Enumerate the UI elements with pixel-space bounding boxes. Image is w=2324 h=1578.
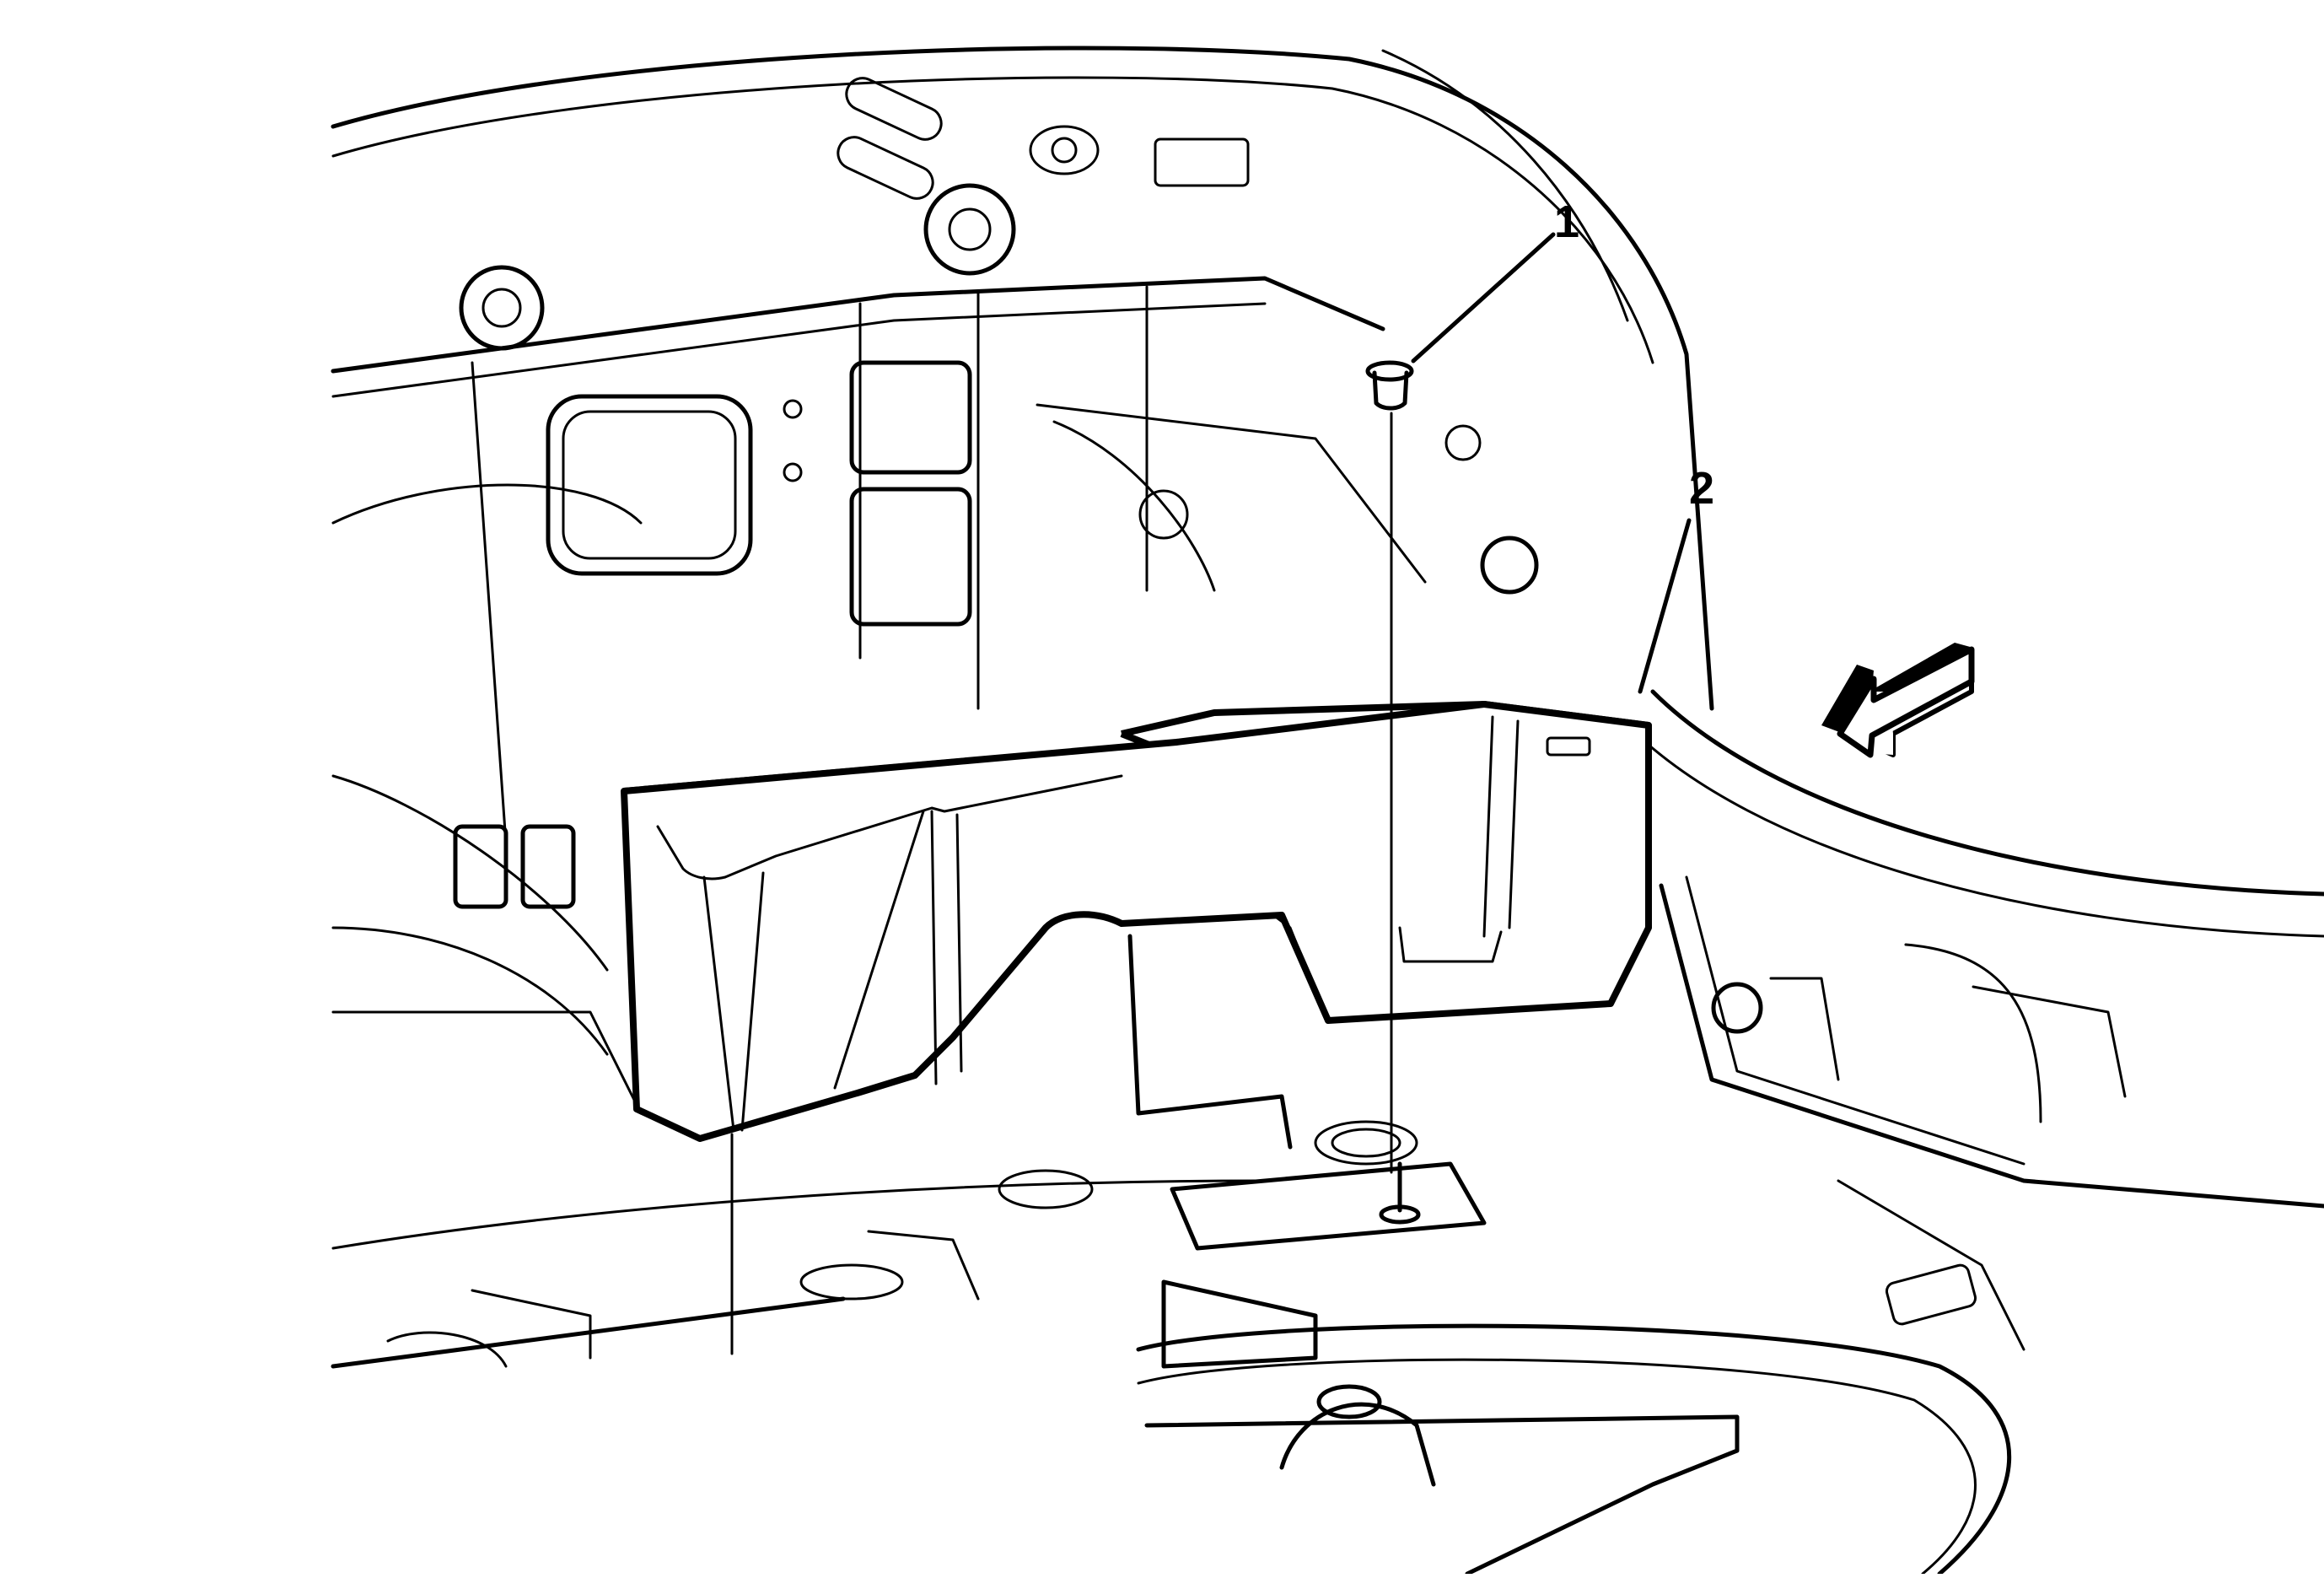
callout-1-leader	[1411, 232, 1556, 364]
callout-2-leader	[1638, 518, 1692, 694]
callout-1-label: 1	[1554, 197, 1580, 247]
callout-2-label: 2	[1689, 463, 1715, 514]
view-direction-arrow-icon	[1821, 643, 1975, 758]
right-quarter-structure	[1626, 689, 2324, 1351]
push-pin-fastener	[1365, 360, 1414, 1174]
rear-compartment-structure	[331, 46, 1714, 1115]
trunk-side-trim-panel	[621, 701, 1652, 1150]
trunk-floor	[331, 1120, 2011, 1576]
